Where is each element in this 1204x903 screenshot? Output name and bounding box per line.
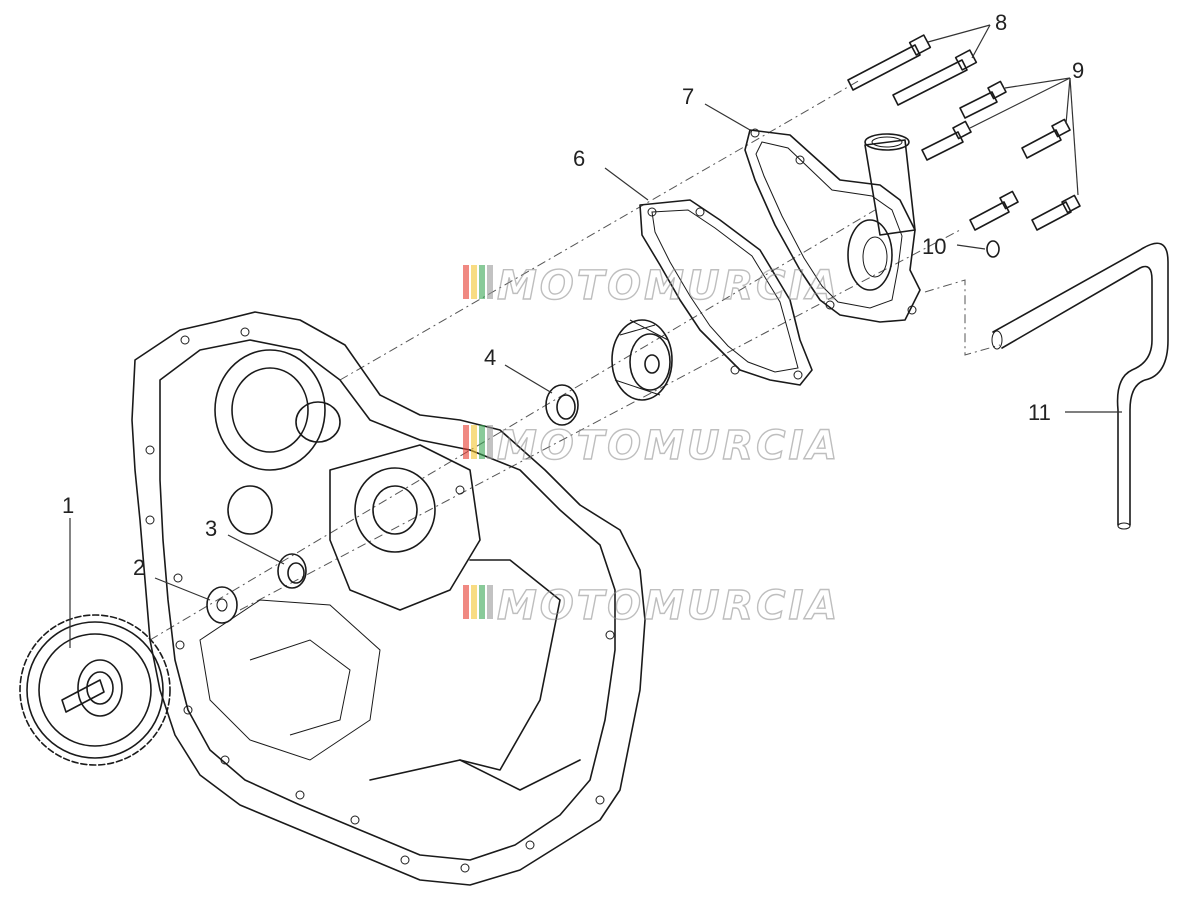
callout-1: 1 <box>62 493 74 518</box>
watermark-stripe <box>463 265 469 299</box>
watermark-text: MOTOMURCIA <box>497 423 840 469</box>
watermark-2: MOTOMURCIA <box>463 422 840 470</box>
watermark-stripe <box>471 425 477 459</box>
part-3-oil-seal <box>277 553 307 589</box>
callout-leader-lines <box>69 24 1122 648</box>
watermark-stripe <box>463 425 469 459</box>
callout-6: 6 <box>573 146 585 171</box>
watermark-text: MOTOMURCIA <box>497 583 840 629</box>
watermark-stripe <box>471 265 477 299</box>
watermark-text: MOTOMURCIA <box>497 263 840 309</box>
part-4-seal <box>545 384 579 426</box>
part-8-long-bolts <box>847 34 978 106</box>
part-9-short-bolts <box>921 80 1081 231</box>
crankcase-bolt-holes <box>145 327 615 873</box>
watermark-stripe <box>487 425 493 459</box>
crankcase-housing <box>131 311 646 886</box>
water-pump-impeller <box>611 319 673 401</box>
callout-11: 11 <box>1028 400 1051 425</box>
assembly-axis-lines <box>149 79 1001 641</box>
callout-9: 9 <box>1072 58 1084 83</box>
callout-8: 8 <box>995 10 1007 35</box>
callout-4: 4 <box>484 345 496 370</box>
watermark-stripe <box>487 265 493 299</box>
watermark-stripe <box>479 265 485 299</box>
callout-7: 7 <box>682 84 694 109</box>
part-2-washer <box>206 586 238 624</box>
watermark-stripe <box>479 585 485 619</box>
part-11-coolant-hose <box>991 242 1169 530</box>
callout-10: 10 <box>922 234 946 259</box>
part-10-o-ring <box>986 240 1000 258</box>
part-7-pump-cover <box>744 128 921 323</box>
part-1-drive-gear <box>19 614 171 766</box>
watermark-stripe <box>471 585 477 619</box>
callout-labels: 1 2 3 4 6 7 8 9 10 11 <box>62 10 1084 580</box>
watermark-1: MOTOMURCIA <box>463 262 840 310</box>
watermark-stripe <box>487 585 493 619</box>
callout-2: 2 <box>133 555 145 580</box>
part-6-gasket <box>639 199 813 386</box>
watermark-stripe <box>479 425 485 459</box>
watermark-stripe <box>463 585 469 619</box>
callout-3: 3 <box>205 516 217 541</box>
watermark-3: MOTOMURCIA <box>463 582 840 630</box>
